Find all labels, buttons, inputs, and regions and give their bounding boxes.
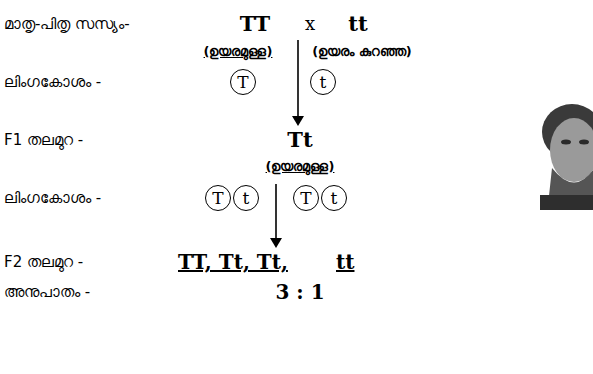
arrow-head <box>292 116 304 126</box>
gamete-letter: t <box>331 190 338 207</box>
arrow-line <box>297 40 299 118</box>
genotype-label: x <box>305 13 315 35</box>
gamete-circle: T <box>230 69 256 95</box>
gamete-letter: t <box>320 74 327 91</box>
gamete-letter: T <box>300 190 311 207</box>
genotype-label: tt <box>336 250 354 274</box>
genotype-label: (ഉയരം കുറഞ്ഞ) <box>312 44 411 60</box>
arrow-line <box>275 184 277 240</box>
gamete-circle: T <box>293 185 319 211</box>
gamete-letter: T <box>212 190 223 207</box>
row-label: F2 തലമുറ - <box>4 253 83 271</box>
genotype-label: Tt <box>287 127 312 152</box>
arrow-head <box>270 238 282 248</box>
genotype-label: TT <box>240 11 271 36</box>
genotype-label: TT, Tt, Tt, <box>178 250 288 274</box>
gamete-circle: T <box>205 185 231 211</box>
gamete-circle: t <box>310 69 336 95</box>
gamete-circle: t <box>321 185 347 211</box>
row-label: അനുപാതം - <box>4 283 90 301</box>
genotype-label: (ഉയരമുള്ള) <box>266 159 335 175</box>
row-label: F1 തലമുറ - <box>4 131 83 149</box>
gamete-letter: t <box>243 190 250 207</box>
row-label: ലിംഗകോശം - <box>4 189 101 207</box>
gamete-circle: t <box>233 185 259 211</box>
genotype-label: tt <box>348 11 367 36</box>
row-label: മാതൃ-പിതൃ സസ്യം- <box>4 15 130 33</box>
gamete-letter: T <box>237 74 248 91</box>
portrait-photo <box>528 100 593 210</box>
genotype-label: 3 : 1 <box>275 280 324 304</box>
genotype-label: (ഉയരമുള്ള) <box>204 44 273 60</box>
row-label: ലിംഗകോശം - <box>4 73 101 91</box>
